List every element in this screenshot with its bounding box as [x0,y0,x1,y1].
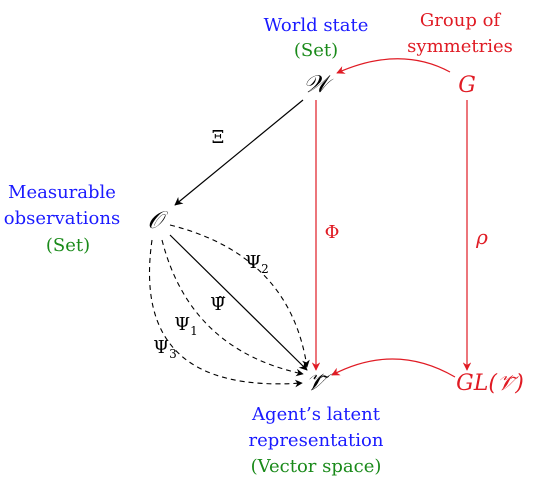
edge-psi3 [148,239,303,388]
observations-kind: (Set) [46,235,90,256]
psi2-base: Ψ [245,252,261,273]
latent-kind: (Vector space) [251,456,382,477]
label-psi3: Ψ3 [153,337,176,361]
psi3-base: Ψ [153,337,169,358]
psi1-base: Ψ [174,314,190,335]
world-kind: (Set) [294,40,338,61]
latent-symbol: 𝒱̃ [306,368,334,396]
observations-symbol: 𝒪 [147,206,168,234]
label-psi-tilde: Ψ̃ [210,294,226,315]
psi2-sub: 2 [261,262,269,276]
world-title: World state [264,15,369,36]
edge-psi1 [161,239,304,377]
edge-xi [174,99,304,206]
edge-gl-to-latent [331,358,456,378]
edge-psi2 [169,224,310,368]
group-title-line2: symmetries [407,36,513,57]
label-rho: ρ [475,225,488,249]
label-phi: Φ [325,222,340,243]
edge-psi-tilde [169,234,308,371]
gl-symbol: GL(𝒱̃) [456,371,524,396]
group-symbol: G [458,73,476,98]
observations-title-line1: Measurable [8,182,116,203]
gl-suffix: ) [514,371,524,396]
world-symbol: 𝒲 [303,70,334,98]
observations-title-line2: observations [4,208,120,229]
label-xi: Ξ [212,127,225,148]
group-title-line1: Group of [420,10,501,31]
psi1-sub: 1 [190,324,198,338]
label-psi1: Ψ1 [174,314,197,338]
latent-title-line1: Agent’s latent [251,404,381,425]
label-psi2: Ψ2 [245,252,268,276]
edge-group-to-world [336,58,451,74]
gl-prefix: GL( [456,371,497,396]
latent-title-line2: representation [249,430,384,451]
psi3-sub: 3 [169,347,177,361]
